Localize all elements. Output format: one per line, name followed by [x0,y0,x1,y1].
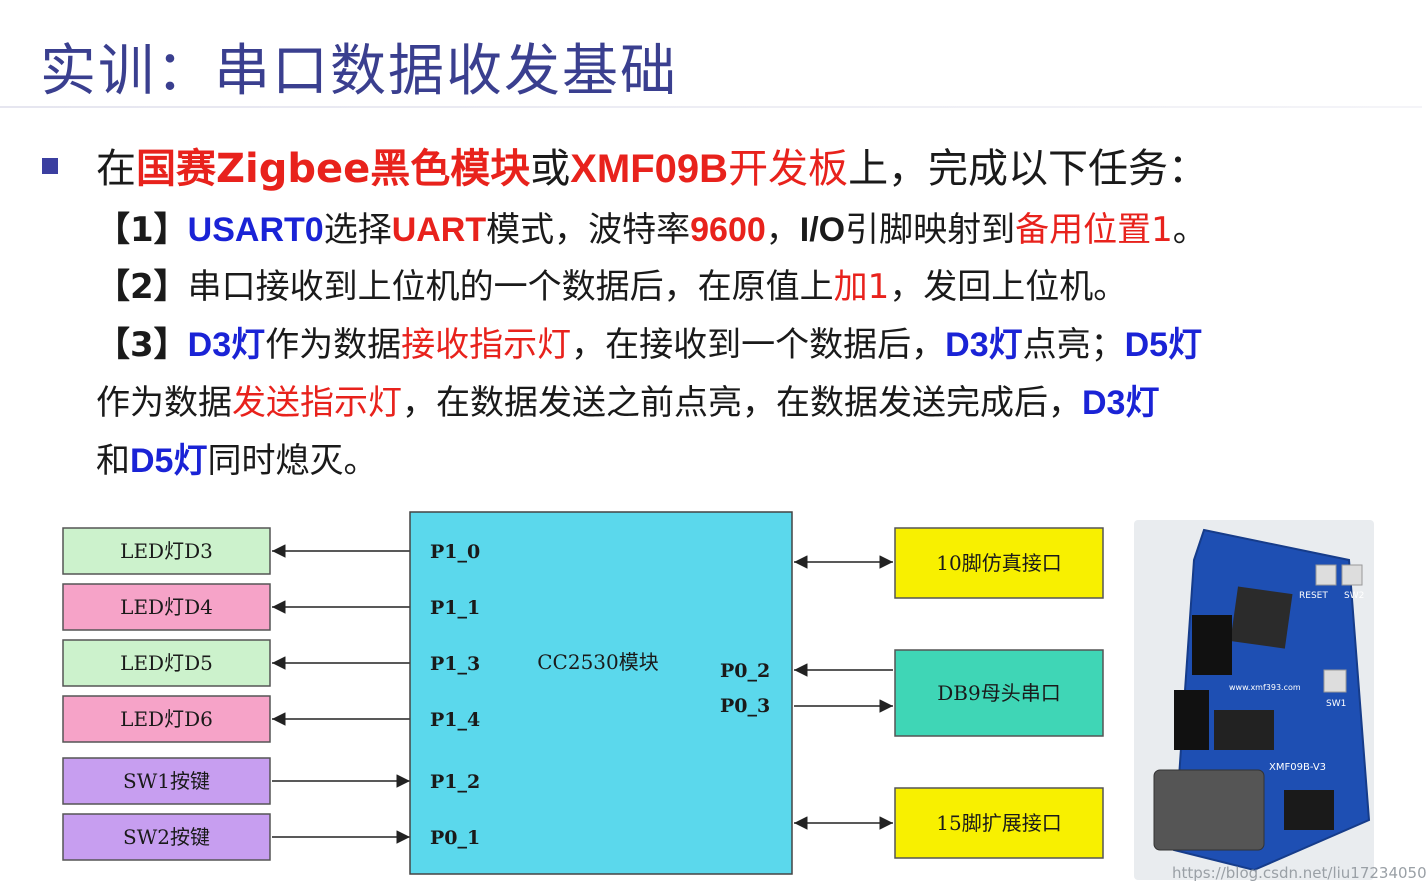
task-3-text-2: ，在接收到一个数据后， [571,325,946,365]
task-3-d3-b: D3灯 [945,326,1023,364]
board-model: XMF09B-V3 [1269,762,1326,773]
board-site: www.xmf393.com [1229,683,1301,692]
board-label-reset: RESET [1299,591,1328,601]
task-1-io: I/O [799,211,846,249]
task-1-baud: 9600 [690,211,766,249]
page-title: 实训：串口数据收发基础 [40,39,678,104]
task-1-text-2: 模式，波特率 [486,210,691,250]
task-1-line: 【1】USART0选择UART模式，波特率9600，I/O引脚映射到备用位置1。 [96,202,1207,251]
left-box-1 [62,583,271,631]
task-2-text-2: ，发回上位机。 [889,267,1128,307]
task-3-d5-a: D5灯 [1124,326,1203,364]
left-pin-3: P1_4 [430,709,480,731]
left-box-label-0: LED灯D3 [120,539,213,563]
task-3-line-1: 【3】D3灯作为数据接收指示灯，在接收到一个数据后，D3灯点亮；D5灯 [96,317,1202,366]
board-illustration: RESET SW2 SW1 www.xmf393.com XMF09B-V3 [1153,528,1371,872]
xmf09b-board-photo: RESET SW2 SW1 www.xmf393.com XMF09B-V3 [1134,520,1374,880]
right-box-0 [894,527,1104,599]
board-button-3 [1323,669,1347,693]
intro-line: 在国赛Zigbee黑色模块或XMF09B开发板上，完成以下任务： [96,136,1208,194]
board-power-jack [1284,790,1334,830]
intro-highlight-board: 开发板 [728,146,849,192]
task-2-text-1: 串口接收到上位机的一个数据后，在原值上 [187,267,834,307]
bullet-square-icon [42,158,58,174]
task-1-usart: USART0 [187,211,324,249]
task-3-d5-b: D5灯 [130,442,208,480]
left-box-4 [62,757,271,805]
left-box-2 [62,639,271,687]
task-3-text-7: 同时熄灭。 [207,441,378,481]
left-pin-4: P1_2 [430,771,480,793]
task-2-add: 加1 [833,267,890,307]
board-label-sw1: SW1 [1326,699,1346,709]
board-button-1 [1315,564,1337,586]
left-box-5 [62,813,271,861]
watermark: https://blog.csdn.net/liu17234050 [1172,864,1427,882]
cc2530-module-label: CC2530模块 [537,650,659,674]
left-box-label-1: LED灯D4 [120,595,213,619]
right-box-label-1: DB9母头串口 [937,681,1060,705]
task-1-text-5: 。 [1172,210,1207,250]
right-box-label-2: 15脚扩展接口 [936,811,1061,835]
board-connector [1174,690,1209,750]
board-ic [1214,710,1274,750]
task-3-text-5: ，在数据发送之前点亮，在数据发送完成后， [402,383,1082,423]
task-1-text-1: 选择 [323,210,392,250]
task-3-d3-c: D3灯 [1082,384,1160,422]
board-button-2 [1341,564,1363,586]
task-3-line-2: 作为数据发送指示灯，在数据发送之前点亮，在数据发送完成后，D3灯 [96,375,1159,424]
task-3-text-1: 作为数据 [265,325,402,365]
board-db9-connector [1153,769,1265,851]
right-box-1 [894,649,1104,737]
task-3-number: 【3】 [96,325,188,365]
task-3-text-4: 作为数据 [96,383,232,423]
board-label-sw2: SW2 [1344,591,1364,601]
right-box-label-0: 10脚仿真接口 [936,551,1061,575]
cc2530-module-box [409,511,793,875]
task-3-d3-a: D3灯 [187,326,266,364]
pin-p0-3: P0_3 [720,695,770,717]
task-1-text-4: 引脚映射到 [845,210,1016,250]
task-3-receive-indicator: 接收指示灯 [401,325,572,365]
left-box-label-2: LED灯D5 [120,651,213,675]
task-1-text-3: ， [765,210,800,250]
left-box-3 [62,695,271,743]
task-2-number: 【2】 [96,267,188,307]
intro-text-3: 上，完成以下任务： [848,146,1209,192]
left-box-label-4: SW1按键 [123,769,210,793]
left-pin-1: P1_1 [430,597,480,619]
left-box-label-5: SW2按键 [123,825,210,849]
task-1-uart: UART [391,211,487,249]
task-3-send-indicator: 发送指示灯 [232,383,402,423]
task-1-position: 备用位置1 [1015,210,1173,250]
task-3-text-3: 点亮； [1022,325,1125,365]
intro-text-2: 或 [530,146,571,192]
board-chip [1230,586,1293,649]
board-header-socket [1192,615,1232,675]
left-box-label-3: LED灯D6 [120,707,213,731]
task-3-line-3: 和D5灯同时熄灭。 [96,433,377,482]
left-pin-2: P1_3 [430,653,480,675]
pin-p0-2: P0_2 [720,660,770,682]
intro-highlight-module: 国赛Zigbee黑色模块 [136,146,531,192]
intro-text-1: 在 [96,146,136,192]
task-1-number: 【1】 [96,210,188,250]
task-3-text-6: 和 [96,441,130,481]
left-pin-0: P1_0 [430,541,480,563]
task-2-line: 【2】串口接收到上位机的一个数据后，在原值上加1，发回上位机。 [96,259,1127,308]
left-box-0 [62,527,271,575]
title-divider [0,106,1422,108]
left-pin-5: P0_1 [430,827,480,849]
right-box-2 [894,787,1104,859]
intro-highlight-board-model: XMF09B [570,147,729,191]
